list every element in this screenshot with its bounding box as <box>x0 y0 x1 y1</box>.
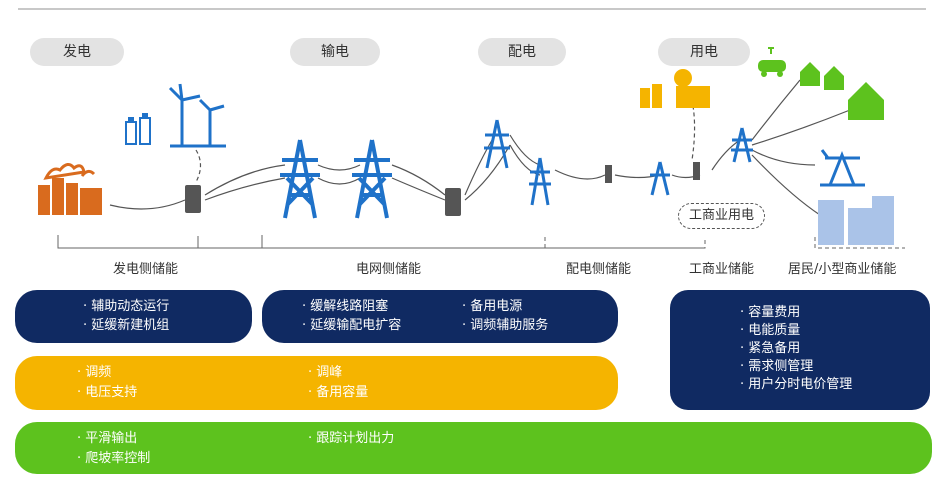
power-plant-icon <box>38 163 102 215</box>
list-item: · 爬坡率控制 <box>77 451 151 466</box>
transmission-tower-icon <box>280 139 392 219</box>
ci-consumption-bubble: 工商业用电 <box>678 203 766 229</box>
pump-jack-icon <box>820 149 865 187</box>
stage-distribution: 配电 <box>478 38 566 66</box>
panel-user-services: · 容量费用 · 电能质量 · 紧急备用 · 需求侧管理 · 用户分时电价管理 <box>670 290 930 410</box>
house-icon <box>800 62 884 120</box>
storage-unit-icon <box>185 185 461 216</box>
stage-transmission: 输电 <box>290 38 380 66</box>
battery-icon <box>125 113 151 145</box>
panel-green-services: · 平滑输出 · 爬坡率控制 · 跟踪计划出力 <box>15 422 932 474</box>
list-item: · 电能质量 <box>740 323 801 338</box>
panel-grid-services: · 缓解线路阻塞 · 延缓输配电扩容 · 备用电源 · 调频辅助服务 <box>262 290 618 343</box>
label-residential: 居民/小型商业储能 <box>788 262 897 277</box>
panel-generation-services: · 辅助动态运行 · 延缓新建机组 <box>15 290 252 343</box>
panel-yellow-services: · 调频 · 电压支持 · 调峰 · 备用容量 <box>15 356 618 410</box>
wind-turbine-icon <box>168 83 226 148</box>
list-item: · 跟踪计划出力 <box>308 431 395 446</box>
list-item: · 缓解线路阻塞 <box>302 299 389 314</box>
list-item: · 电压支持 <box>77 385 138 400</box>
stage-consumption: 用电 <box>658 38 750 66</box>
ev-charging-icon <box>758 47 786 77</box>
list-item: · 延缓新建机组 <box>83 318 170 333</box>
label-ci-storage: 工商业储能 <box>689 262 755 277</box>
power-chain-illustration <box>38 47 905 249</box>
list-item: · 延缓输配电扩容 <box>302 318 402 333</box>
solar-panel-icon <box>640 69 710 108</box>
label-grid-side: 电网侧储能 <box>356 262 422 277</box>
label-generation-side: 发电侧储能 <box>113 262 179 277</box>
label-distribution-side: 配电侧储能 <box>566 262 632 277</box>
list-item: · 用户分时电价管理 <box>740 377 853 392</box>
list-item: · 平滑输出 <box>77 431 138 446</box>
building-icon <box>818 196 894 245</box>
list-item: · 调频 <box>77 365 112 380</box>
list-item: · 调频辅助服务 <box>462 318 549 333</box>
top-divider <box>18 8 926 10</box>
list-item: · 紧急备用 <box>740 341 801 356</box>
list-item: · 调峰 <box>308 365 343 380</box>
distribution-tower-icon <box>484 119 753 206</box>
list-item: · 容量费用 <box>740 305 801 320</box>
plug-icon <box>605 162 700 183</box>
list-item: · 备用电源 <box>462 299 523 314</box>
list-item: · 辅助动态运行 <box>83 299 170 314</box>
stage-generation: 发电 <box>30 38 124 66</box>
list-item: · 备用容量 <box>308 385 369 400</box>
list-item: · 需求侧管理 <box>740 359 814 374</box>
